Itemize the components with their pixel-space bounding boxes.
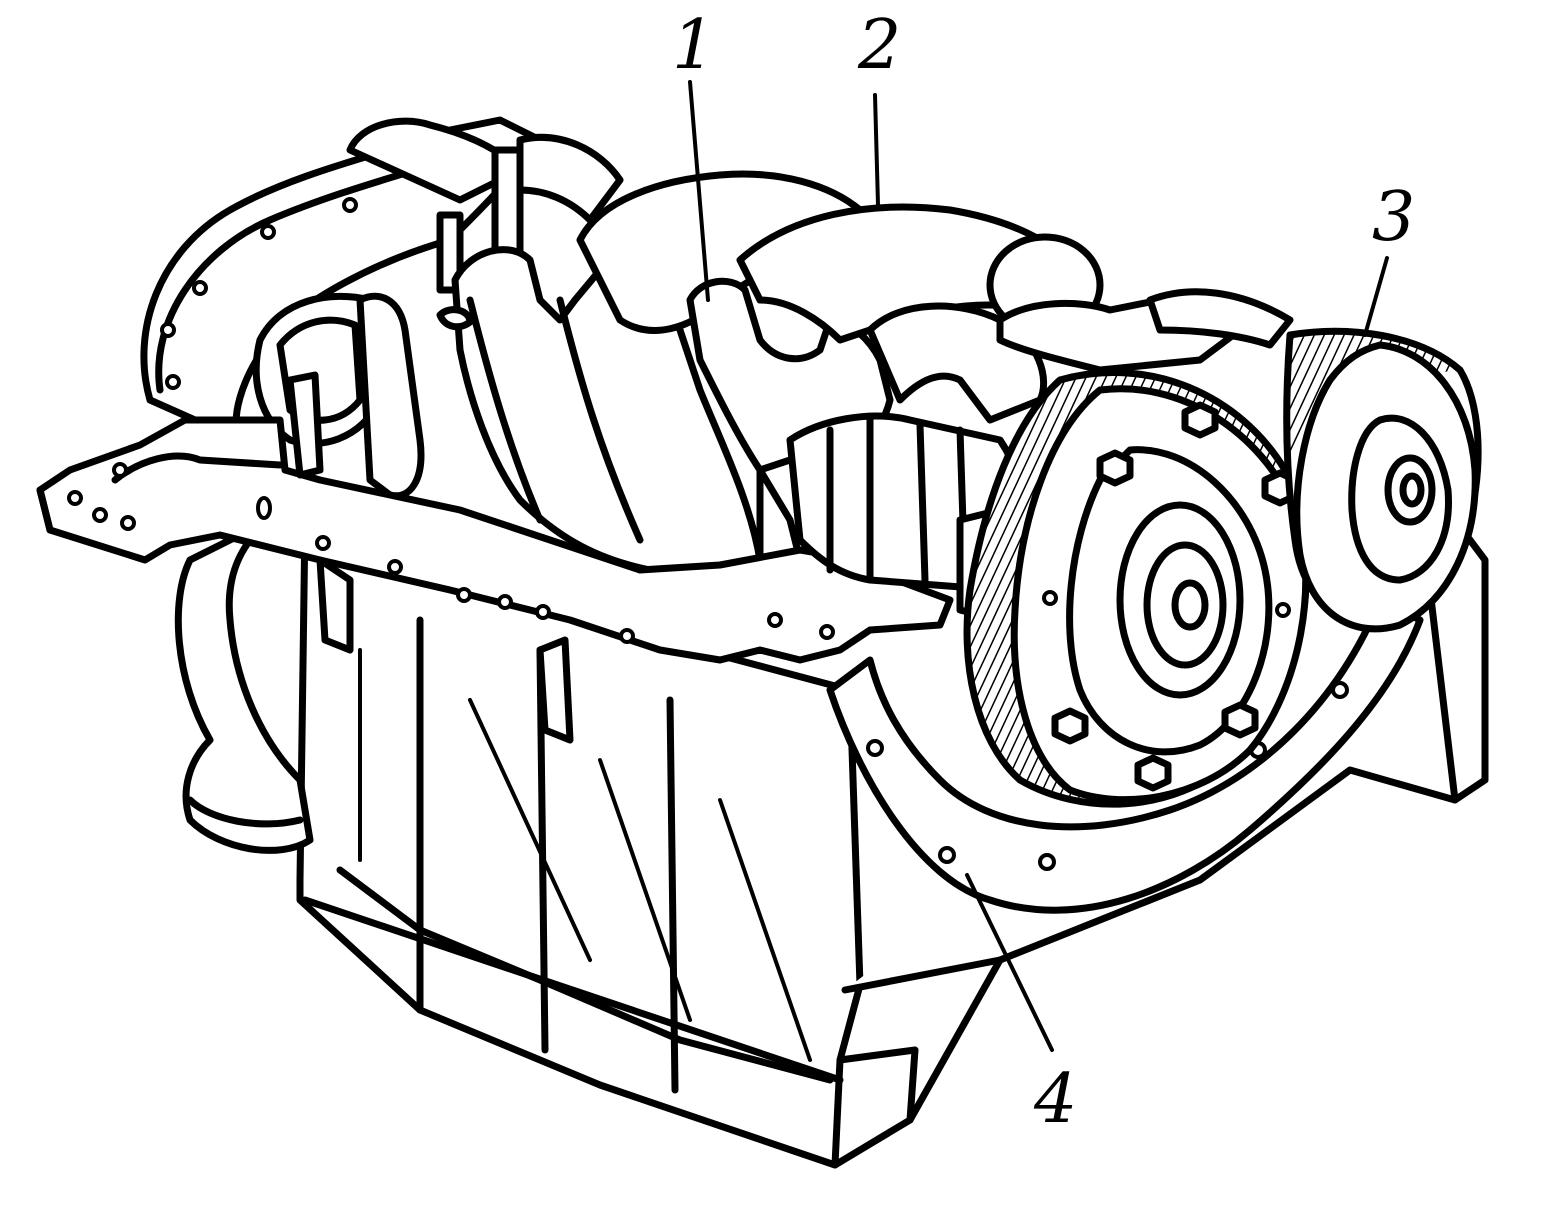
- callout-3: 3: [1372, 178, 1415, 257]
- callout-2: 2: [857, 6, 901, 85]
- callout-1: 1: [672, 6, 715, 85]
- crankshaft: [356, 170, 1104, 584]
- leader-line-4: [965, 873, 1054, 1052]
- gear-large: [963, 369, 1310, 808]
- callout-labels: 1 2 3 4: [672, 6, 1415, 1139]
- drive-shaft: [786, 288, 1294, 624]
- leader-lines: [688, 80, 1389, 1052]
- leader-line-3: [1363, 256, 1389, 337]
- callout-4: 4: [1033, 1060, 1077, 1139]
- casing-top-flange: [36, 306, 954, 744]
- leader-line-1: [688, 80, 710, 302]
- left-end-housing: [140, 116, 624, 854]
- leader-line-2: [873, 93, 880, 207]
- gear-pinion: [1283, 327, 1482, 633]
